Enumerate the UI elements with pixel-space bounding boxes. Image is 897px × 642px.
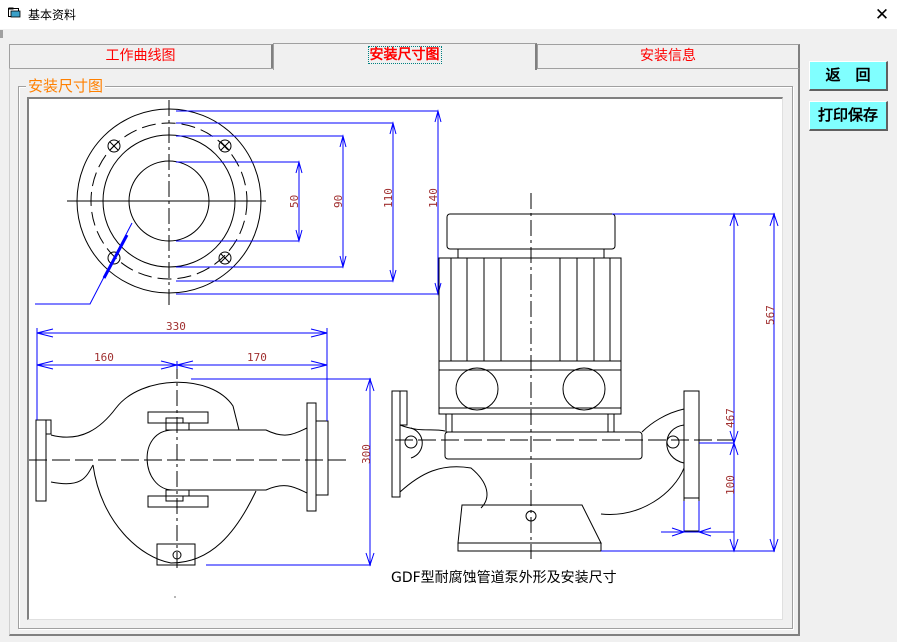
- print-save-button[interactable]: 打印保存: [809, 101, 888, 131]
- folder-window-icon: [8, 7, 21, 18]
- close-button[interactable]: ✕: [867, 0, 897, 29]
- bolt-holes: [107, 139, 232, 265]
- center-mark: [174, 596, 176, 598]
- tab-work-curve[interactable]: 工作曲线图: [9, 44, 273, 68]
- back-button[interactable]: 返 回: [809, 61, 888, 91]
- tab-panel: 安装尺寸图: [9, 68, 800, 636]
- pump-drawing: 50 90 110 140: [29, 100, 779, 598]
- close-icon: ✕: [874, 4, 890, 25]
- tab-install-info[interactable]: 安装信息: [537, 44, 800, 68]
- tab-label: 安装尺寸图: [367, 46, 442, 64]
- tab-control: 工作曲线图 安装尺寸图 安装信息 安装尺寸图: [9, 43, 800, 636]
- resize-grip: [0, 30, 3, 38]
- dim-90: 90: [332, 195, 345, 208]
- dim-140: 140: [427, 188, 440, 208]
- drawing-caption: GDF型耐腐蚀管道泵外形及安装尺寸: [391, 569, 617, 586]
- window-title: 基本资料: [28, 8, 77, 22]
- top-view-dimensions: [36, 328, 375, 567]
- drawing-canvas: 50 90 110 140: [27, 97, 783, 620]
- install-dimension-group: 安装尺寸图: [18, 77, 793, 629]
- dim-567: 567: [764, 305, 777, 325]
- dim-100: 100: [724, 475, 737, 495]
- dim-50: 50: [288, 195, 301, 208]
- dim-330: 330: [166, 320, 186, 333]
- tab-label: 安装信息: [640, 48, 696, 64]
- tab-install-dimensions[interactable]: 安装尺寸图: [273, 43, 537, 70]
- dim-170: 170: [247, 351, 267, 364]
- tab-label: 工作曲线图: [105, 48, 176, 64]
- flange-view: [67, 100, 266, 305]
- dim-300: 300: [360, 444, 373, 464]
- dim-160: 160: [94, 351, 114, 364]
- dim-110: 110: [382, 188, 395, 208]
- dim-467: 467: [724, 408, 737, 428]
- title-bar: 基本资料 ✕: [0, 0, 897, 29]
- top-view: [29, 363, 349, 571]
- flange-dimensions: [35, 109, 442, 305]
- side-view: [391, 193, 739, 559]
- side-view-dimensions: [601, 212, 779, 553]
- group-label: 安装尺寸图: [26, 77, 106, 95]
